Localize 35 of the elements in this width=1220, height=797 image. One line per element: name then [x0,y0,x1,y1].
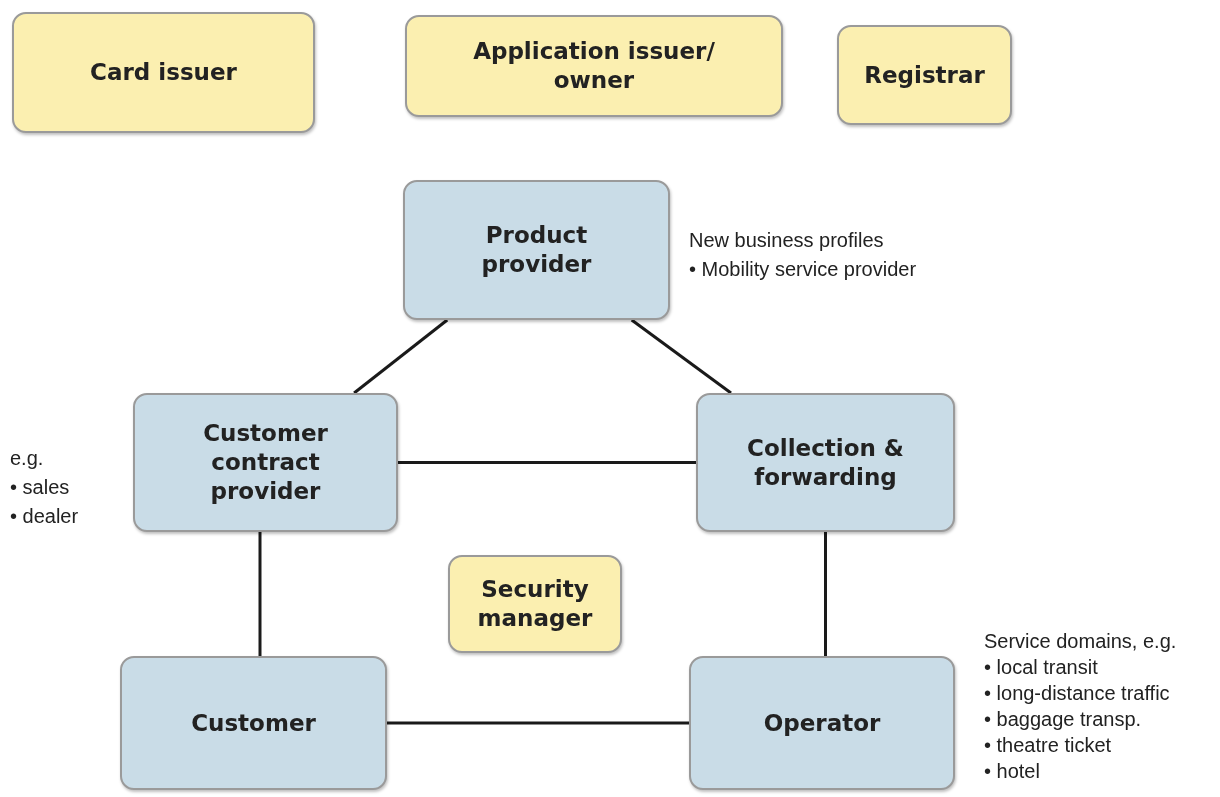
connector-line [387,721,689,725]
connector-line [398,461,696,464]
role-box [12,12,315,133]
party-box [403,180,670,320]
box-label: Operator [763,708,881,738]
party-box [133,393,398,532]
box-label: Card issuer [90,58,237,87]
role-box [405,15,783,117]
box-label: Customer [191,708,316,738]
note-text: Service domains, e.g. [984,629,1177,654]
note-text: • dealer [10,504,79,529]
note-text: • long-distance traffic [984,681,1171,706]
connector-line [258,532,262,656]
note-text: New business profiles [689,228,885,253]
role-box [837,25,1012,125]
note-text: • local transit [984,655,1099,680]
box-label: Registrar [864,60,985,90]
party-box [689,656,955,790]
box-label: Application issuer/ owner [472,37,716,95]
role-box [448,555,622,653]
note-text: • baggage transp. [984,707,1143,732]
note-text: e.g. [10,446,45,471]
note-text: • Mobility service provider [689,257,917,282]
box-label: Customer contract provider [202,419,329,506]
connector-line [630,318,732,395]
connector-line [824,532,827,656]
box-label: Product provider [480,221,593,279]
box-label: Collection & forwarding [746,433,905,492]
box-label: Security manager [476,575,594,633]
note-text: • hotel [984,759,1041,784]
note-text: • sales [10,475,71,500]
party-box [120,656,387,790]
connector-line [353,318,449,395]
party-box [696,393,955,532]
note-text: • theatre ticket [984,733,1113,758]
